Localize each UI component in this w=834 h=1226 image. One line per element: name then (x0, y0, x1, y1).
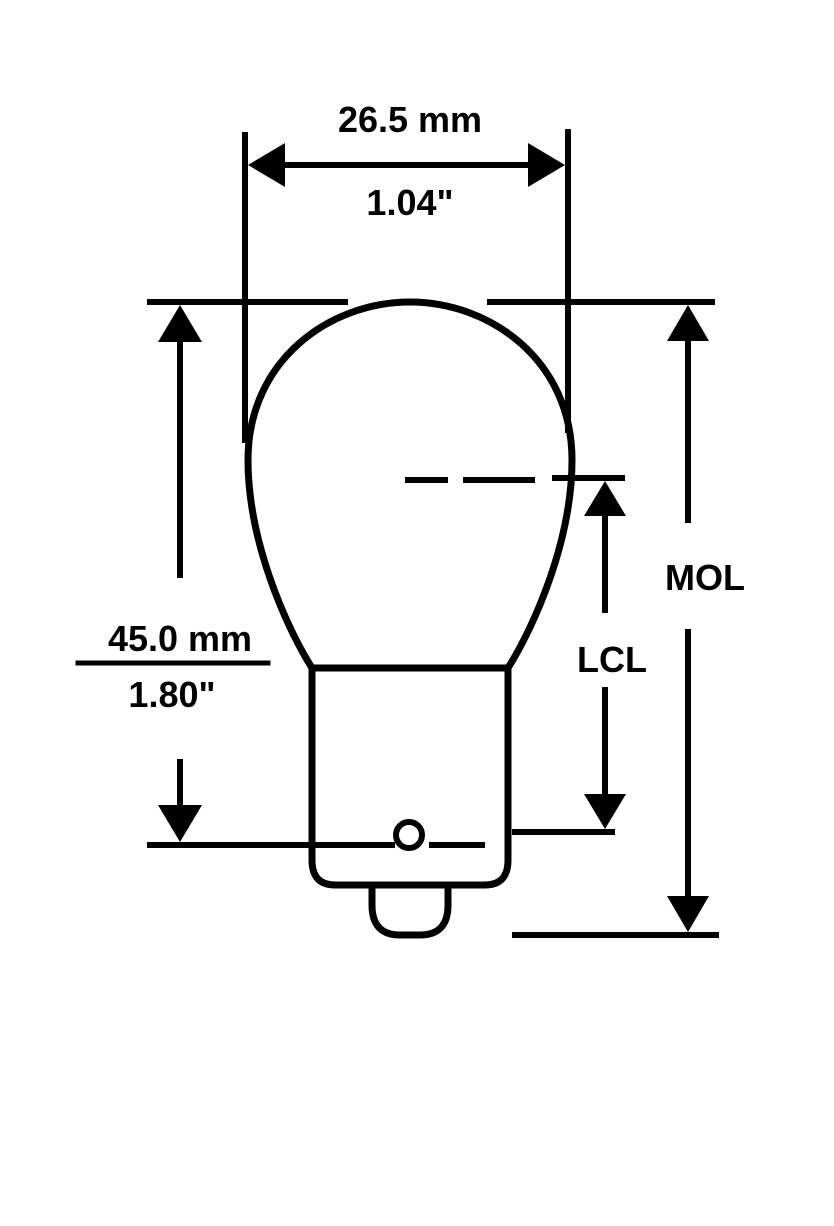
width-arrow-left (248, 143, 285, 187)
lcl-arrow-up (584, 481, 626, 516)
width-dimension: 26.5 mm 1.04" (242, 99, 571, 443)
lcl-label: LCL (577, 639, 647, 680)
lcl-dimension: LCL (405, 475, 647, 848)
bulb-glass (244, 298, 576, 672)
lcl-arrow-down (584, 794, 626, 829)
width-label-mm: 26.5 mm (338, 99, 482, 140)
height-arrow-down (158, 805, 202, 842)
mol-arrow-down (667, 896, 709, 932)
bulb-base-contact (368, 881, 452, 939)
height-arrow-up (158, 305, 202, 342)
width-label-in: 1.04" (366, 182, 453, 223)
mol-label: MOL (665, 557, 745, 598)
filament-center-marker (393, 819, 425, 851)
bulb-outline (244, 298, 576, 939)
bulb-base (308, 664, 512, 889)
height-label-mm: 45.0 mm (108, 618, 252, 659)
mol-dimension: MOL (487, 299, 745, 938)
height-label-in: 1.80" (128, 674, 215, 715)
height-dimension: 45.0 mm 1.80" (75, 299, 395, 848)
mol-arrow-up (667, 305, 709, 341)
width-arrow-right (528, 143, 565, 187)
